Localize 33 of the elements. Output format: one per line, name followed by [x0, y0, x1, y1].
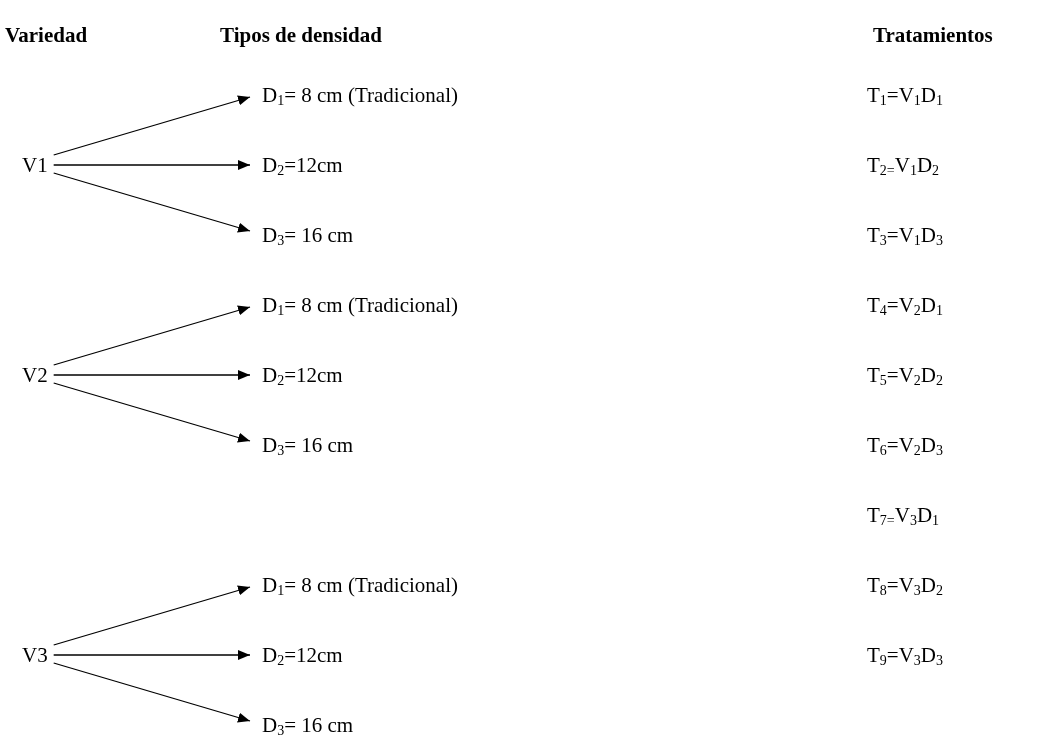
treatment-label: T$_{5}$=V$_{2}$D$_{2}$ — [867, 363, 943, 387]
column-heading: Tratamientos — [873, 23, 993, 47]
node-text: V2 — [22, 363, 48, 387]
node-text: D$_{1}$= 8 cm (Tradicional) — [262, 83, 458, 107]
node-text: D$_{2}$=12cm — [262, 363, 343, 387]
node-text: D$_{1}$= 8 cm (Tradicional) — [262, 573, 458, 597]
node-text: D$_{1}$= 8 cm (Tradicional) — [262, 293, 458, 317]
treatment-label: T$_{1}$=V$_{1}$D$_{1}$ — [867, 83, 943, 107]
arrow — [53, 305, 251, 366]
arrow — [53, 160, 251, 170]
node-text: D$_{3}$= 16 cm — [262, 433, 354, 457]
treatment-label: T$_{9}$=V$_{3}$D$_{3}$ — [867, 643, 943, 667]
column-heading: Tipos de densidad — [220, 23, 382, 47]
treatment-label: T$_{4}$=V$_{2}$D$_{1}$ — [867, 293, 943, 317]
treatment-label: T$_{2=}$V$_{1}$D$_{2}$ — [867, 153, 940, 177]
node-text: V1 — [22, 153, 48, 177]
treatment-label: T$_{6}$=V$_{2}$D$_{3}$ — [867, 433, 943, 457]
arrow — [53, 662, 251, 723]
treatment-label: T$_{3}$=V$_{1}$D$_{3}$ — [867, 223, 943, 247]
treatment-label: T$_{8}$=V$_{3}$D$_{2}$ — [867, 573, 943, 597]
node-text: D$_{2}$=12cm — [262, 153, 343, 177]
node-text: D$_{2}$=12cm — [262, 643, 343, 667]
treatment-label: T$_{7=}$V$_{3}$D$_{1}$ — [867, 503, 940, 527]
node-text: D$_{3}$= 16 cm — [262, 713, 354, 737]
arrow — [53, 382, 251, 443]
arrow — [53, 650, 251, 660]
column-heading: Variedad — [5, 23, 88, 47]
arrow — [53, 95, 251, 156]
arrow — [53, 585, 251, 646]
node-text: D$_{3}$= 16 cm — [262, 223, 354, 247]
node-text: V3 — [22, 643, 48, 667]
arrow — [53, 370, 251, 380]
arrow — [53, 172, 251, 233]
